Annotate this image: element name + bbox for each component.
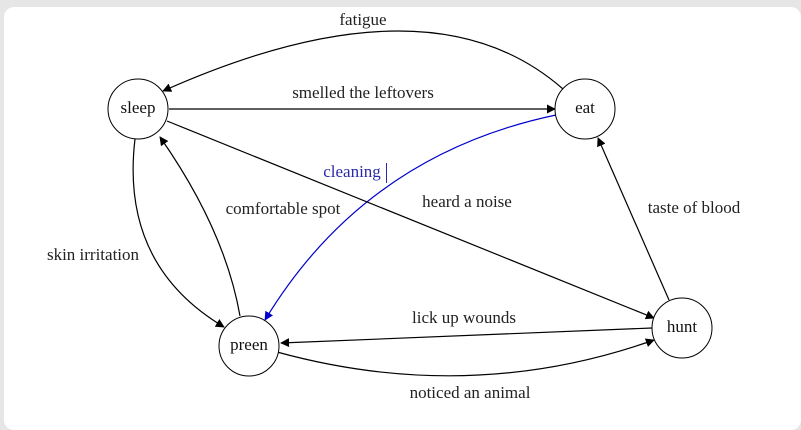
edge-fatigue[interactable] xyxy=(162,30,564,92)
label-noticed-an-animal: noticed an animal xyxy=(410,383,531,402)
label-comfortable-spot: comfortable spot xyxy=(226,199,341,218)
node-sleep[interactable]: sleep xyxy=(107,78,169,140)
node-preen[interactable]: preen xyxy=(218,315,280,377)
node-hunt[interactable]: hunt xyxy=(651,297,713,359)
node-eat[interactable]: eat xyxy=(554,78,616,140)
diagram-canvas[interactable] xyxy=(4,7,801,430)
label-heard-a-noise: heard a noise xyxy=(422,192,512,211)
label-skin-irritation: skin irritation xyxy=(47,245,140,264)
edge-taste-of-blood[interactable] xyxy=(597,137,670,301)
edge-comfortable-spot[interactable] xyxy=(159,136,241,317)
node-hunt-label: hunt xyxy=(667,317,698,336)
edge-skin-irritation[interactable] xyxy=(132,138,225,328)
edge-noticed-an-animal[interactable] xyxy=(276,338,655,377)
label-smelled-the-leftovers: smelled the leftovers xyxy=(292,83,434,102)
node-eat-label: eat xyxy=(575,98,595,117)
node-preen-label: preen xyxy=(230,335,268,354)
label-cleaning: cleaning xyxy=(323,162,381,181)
edge-heard-a-noise[interactable] xyxy=(166,120,655,320)
edge-lick-up-wounds[interactable] xyxy=(280,327,653,348)
node-sleep-label: sleep xyxy=(121,98,156,117)
label-fatigue: fatigue xyxy=(339,10,386,29)
edge-cleaning[interactable] xyxy=(264,114,557,321)
label-taste-of-blood: taste of blood xyxy=(648,198,741,217)
label-lick-up-wounds: lick up wounds xyxy=(412,308,516,327)
